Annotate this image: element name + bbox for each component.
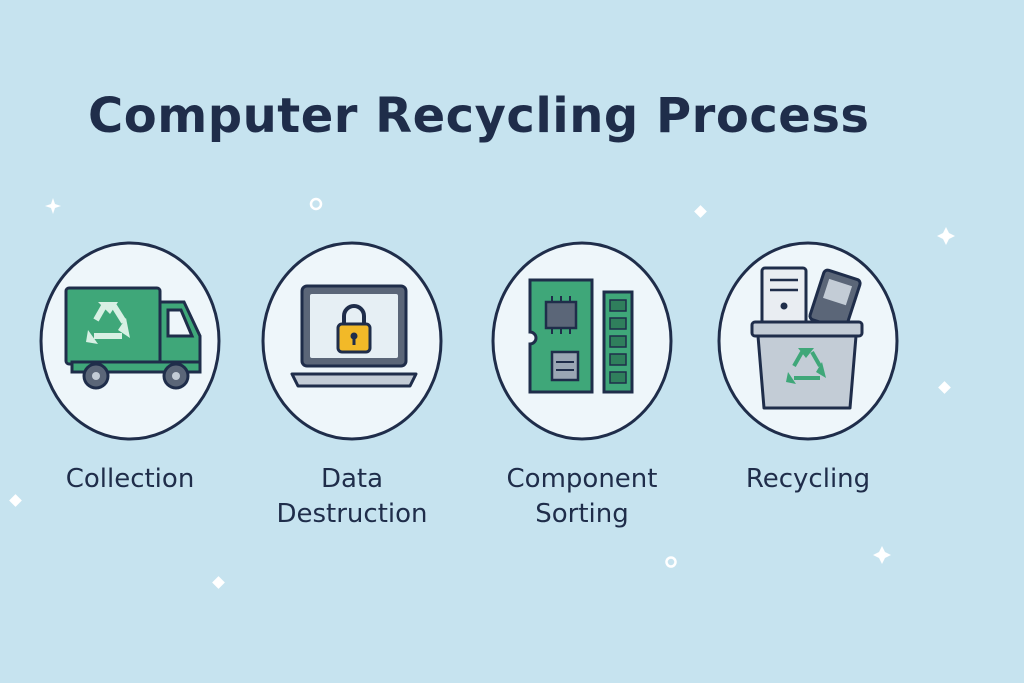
page-title: Computer Recycling Process [88,88,870,144]
step-label-component-sorting: Component Sorting [506,464,658,529]
circuit-board-icon [491,241,673,441]
step-label-recycling: Recycling [745,464,871,494]
recycling-bin-icon [717,241,899,441]
locked-laptop-icon [261,241,443,441]
step-label-data-destruction: Data Destruction [276,464,428,529]
recycling-truck-icon [39,241,221,441]
step-label-collection: Collection [65,464,195,494]
